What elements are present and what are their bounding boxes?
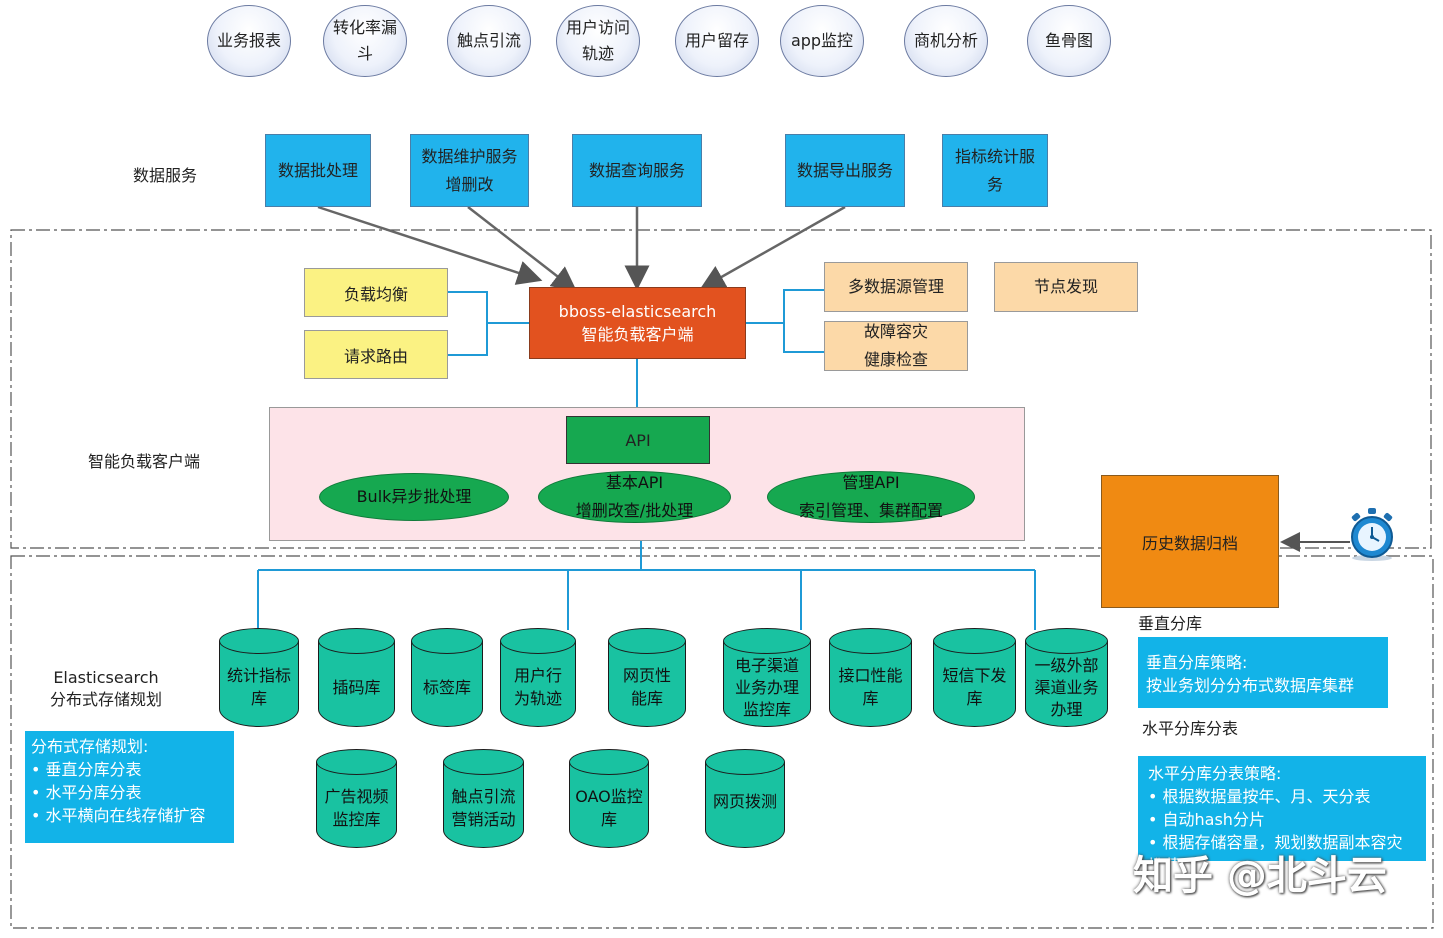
horizontal-sharding-label: 水平分库分表 bbox=[1142, 719, 1239, 738]
vertical-sharding-box: 垂直分库策略: 按业务划分分布式数据库集群 bbox=[1138, 637, 1388, 708]
history-archive-box: 历史数据归档 bbox=[1101, 475, 1279, 608]
feature-failover-healthcheck: 故障容灾 健康检查 bbox=[824, 321, 968, 371]
top-item-user-retention: 用户留存 bbox=[675, 5, 759, 77]
stopwatch-icon bbox=[1344, 506, 1400, 562]
api-management: 管理API 索引管理、集群配置 bbox=[767, 471, 975, 523]
api-basic: 基本API 增删改查/批处理 bbox=[538, 471, 731, 523]
db-external-channel-business: 一级外部 渠道业务 办理 bbox=[1025, 628, 1108, 727]
api-title-box: API bbox=[566, 416, 710, 464]
storage-section-label: Elasticsearch 分布式存储规划 bbox=[49, 668, 162, 709]
service-data-maintenance: 数据维护服务 增删改 bbox=[410, 134, 529, 207]
service-data-export: 数据导出服务 bbox=[785, 134, 905, 207]
client-title: bboss-elasticsearch bbox=[558, 302, 717, 321]
service-batch-processing: 数据批处理 bbox=[265, 134, 371, 207]
db-oao-monitor: OAO监控 库 bbox=[569, 749, 649, 848]
top-item-app-monitor: app监控 bbox=[780, 5, 864, 77]
client-section-label: 智能负载客户端 bbox=[87, 452, 200, 471]
db-touchpoint-marketing: 触点引流 营销活动 bbox=[443, 749, 524, 848]
distributed-storage-plan-box: 分布式存储规划: • 垂直分库分表 • 水平分库分表 • 水平横向在线存储扩容 bbox=[25, 731, 234, 843]
top-item-touchpoint-traffic: 触点引流 bbox=[447, 5, 531, 77]
db-sms-delivery: 短信下发 库 bbox=[933, 628, 1016, 727]
feature-multi-datasource: 多数据源管理 bbox=[824, 262, 968, 312]
client-subtitle: 智能负载客户端 bbox=[581, 325, 694, 344]
client-section-frame bbox=[10, 229, 1432, 549]
horizontal-sharding-box: 水平分库分表策略: • 根据数据量按年、月、天分表 • 自动hash分片 • 根… bbox=[1138, 756, 1426, 861]
db-statistics-metrics: 统计指标 库 bbox=[219, 628, 299, 727]
top-item-conversion-funnel: 转化率漏 斗 bbox=[323, 5, 407, 77]
feature-node-discovery: 节点发现 bbox=[994, 262, 1138, 312]
service-metric-statistics: 指标统计服 务 bbox=[942, 134, 1048, 207]
db-interface-performance: 接口性能 库 bbox=[829, 628, 912, 727]
smart-load-client-box: bboss-elasticsearch 智能负载客户端 bbox=[529, 287, 746, 359]
db-web-dial-test: 网页拨测 bbox=[705, 749, 785, 848]
top-item-opportunity-analysis: 商机分析 bbox=[904, 5, 988, 77]
watermark: 知乎 @北斗云 bbox=[1133, 853, 1387, 899]
api-bulk-async: Bulk异步批处理 bbox=[319, 473, 509, 521]
db-code-insertion: 插码库 bbox=[318, 628, 395, 727]
service-data-query: 数据查询服务 bbox=[572, 134, 702, 207]
feature-load-balance: 负载均衡 bbox=[304, 268, 448, 317]
db-tags: 标签库 bbox=[411, 628, 483, 727]
vertical-sharding-label: 垂直分库 bbox=[1138, 614, 1203, 633]
storage-section-frame bbox=[10, 555, 1434, 929]
db-web-performance: 网页性 能库 bbox=[608, 628, 686, 727]
top-item-fishbone: 鱼骨图 bbox=[1027, 5, 1111, 77]
db-e-channel-business: 电子渠道 业务办理 监控库 bbox=[723, 628, 811, 727]
feature-request-routing: 请求路由 bbox=[304, 330, 448, 379]
top-item-business-report: 业务报表 bbox=[207, 5, 291, 77]
data-service-label: 数据服务 bbox=[132, 166, 197, 185]
db-user-behavior-trace: 用户行 为轨迹 bbox=[500, 628, 576, 727]
db-ad-video-monitor: 广告视频 监控库 bbox=[316, 749, 397, 848]
top-item-user-visit-trace: 用户访问 轨迹 bbox=[556, 5, 640, 77]
